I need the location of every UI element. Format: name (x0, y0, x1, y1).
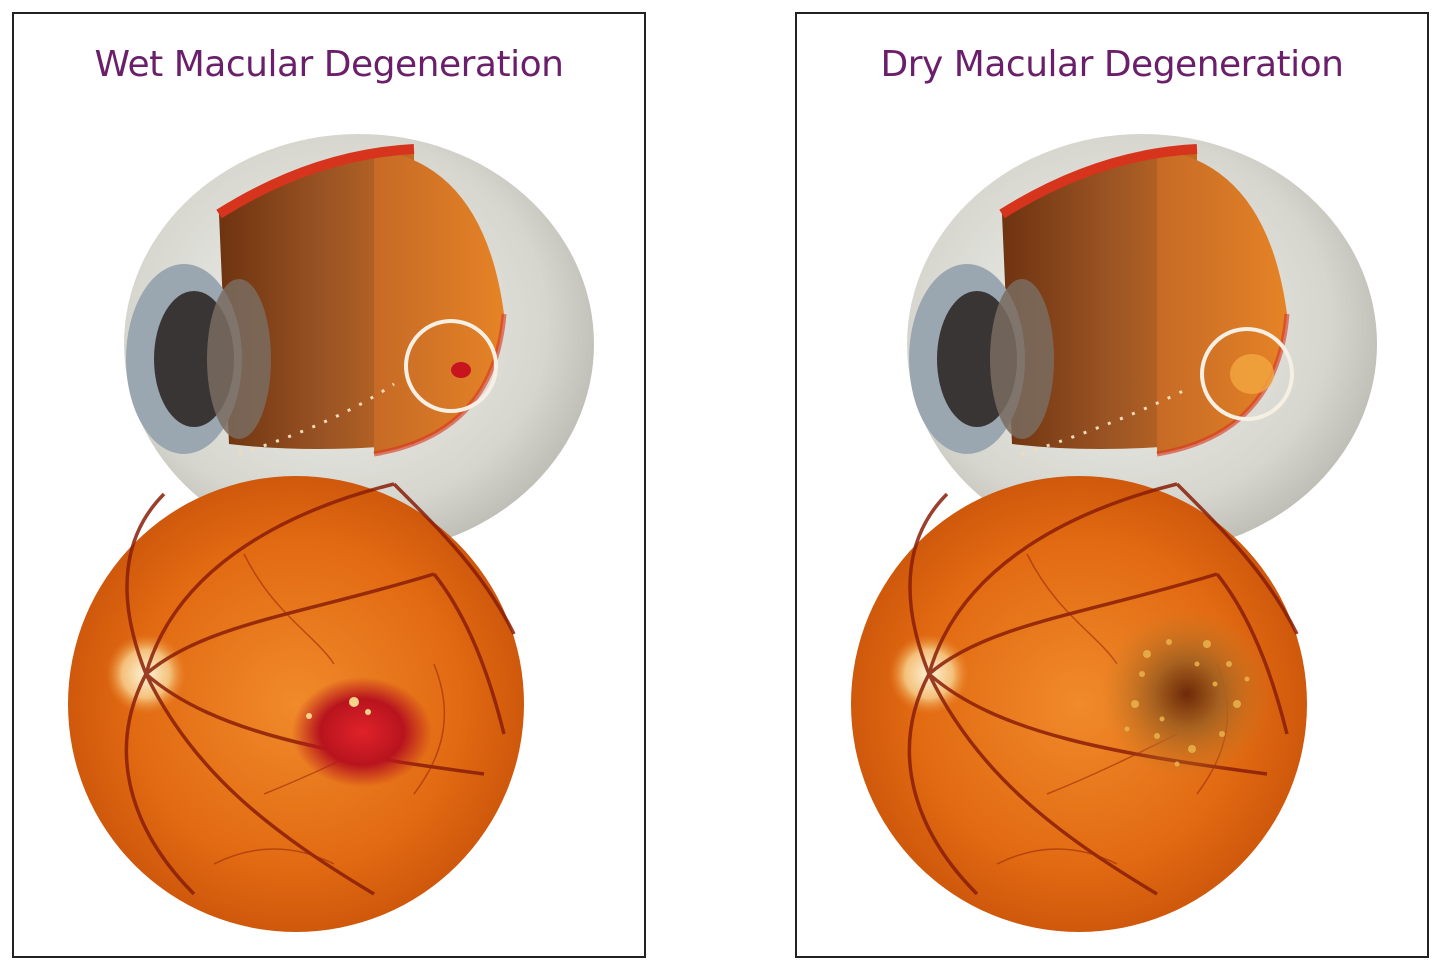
wet-amd-panel: Wet Macular Degeneration (12, 12, 646, 958)
retina-fundus-view (68, 476, 524, 932)
wet-amd-title: Wet Macular Degeneration (94, 44, 564, 85)
dry-amd-illustration (851, 134, 1377, 932)
wet-amd-illustration (68, 134, 594, 932)
dry-lesion-drusen (1102, 609, 1272, 779)
wet-lesion (292, 677, 432, 787)
dry-amd-title: Dry Macular Degeneration (880, 44, 1344, 85)
eye-cross-section (907, 134, 1377, 554)
dry-amd-panel: Dry Macular Degeneration (795, 12, 1429, 958)
eye-cross-section (124, 134, 594, 554)
retina-fundus-view (851, 476, 1307, 932)
